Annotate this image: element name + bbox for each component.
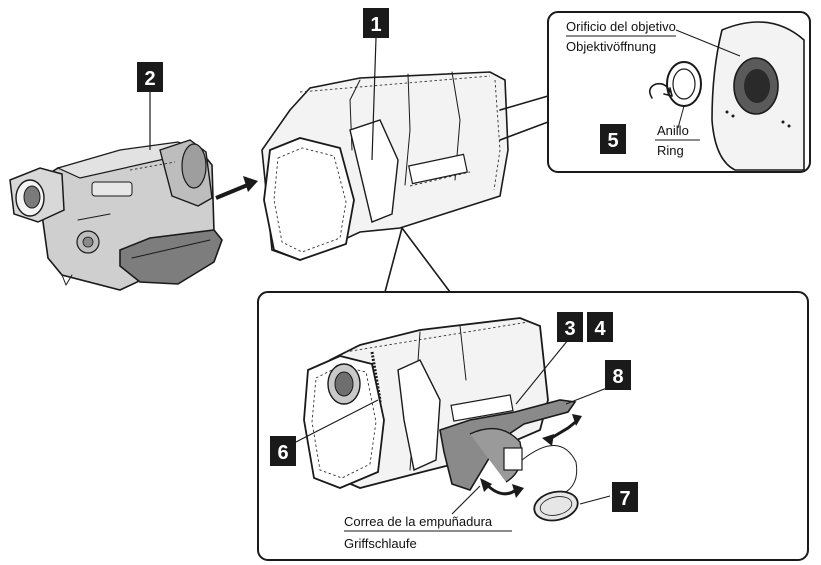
callout-6-number: 6 xyxy=(277,442,288,464)
callout-5: 5 xyxy=(600,124,626,154)
callout-7: 7 xyxy=(612,482,638,512)
callout-3-number: 3 xyxy=(564,318,575,340)
cover-detail-panel xyxy=(257,227,809,561)
grip-strap-label-de: Griffschlaufe xyxy=(344,536,417,551)
callout-6: 6 xyxy=(270,436,296,466)
callout-5-number: 5 xyxy=(607,130,618,152)
callout-8: 8 xyxy=(605,360,631,390)
callout-3: 3 xyxy=(557,312,583,342)
camcorder-cover-illustration xyxy=(261,71,509,261)
callout-1-number: 1 xyxy=(370,14,381,36)
callout-4: 4 xyxy=(587,312,613,342)
callout-2: 2 xyxy=(137,62,163,92)
ring-label-de: Ring xyxy=(657,143,684,158)
lens-detail-panel xyxy=(499,11,811,173)
lens-opening-label-de: Objektivöffnung xyxy=(566,39,656,54)
camcorder-illustration xyxy=(9,139,223,291)
lens-opening-label-es: Orificio del objetivo xyxy=(566,19,676,34)
callout-7-number: 7 xyxy=(619,488,630,510)
callout-1: 1 xyxy=(363,8,389,38)
callout-2-number: 2 xyxy=(144,68,155,90)
callout-8-number: 8 xyxy=(612,366,623,388)
grip-strap-label-es: Correa de la empuñadura xyxy=(344,514,493,529)
callout-4-number: 4 xyxy=(594,318,606,340)
ring-label-es: Anillo xyxy=(657,123,689,138)
